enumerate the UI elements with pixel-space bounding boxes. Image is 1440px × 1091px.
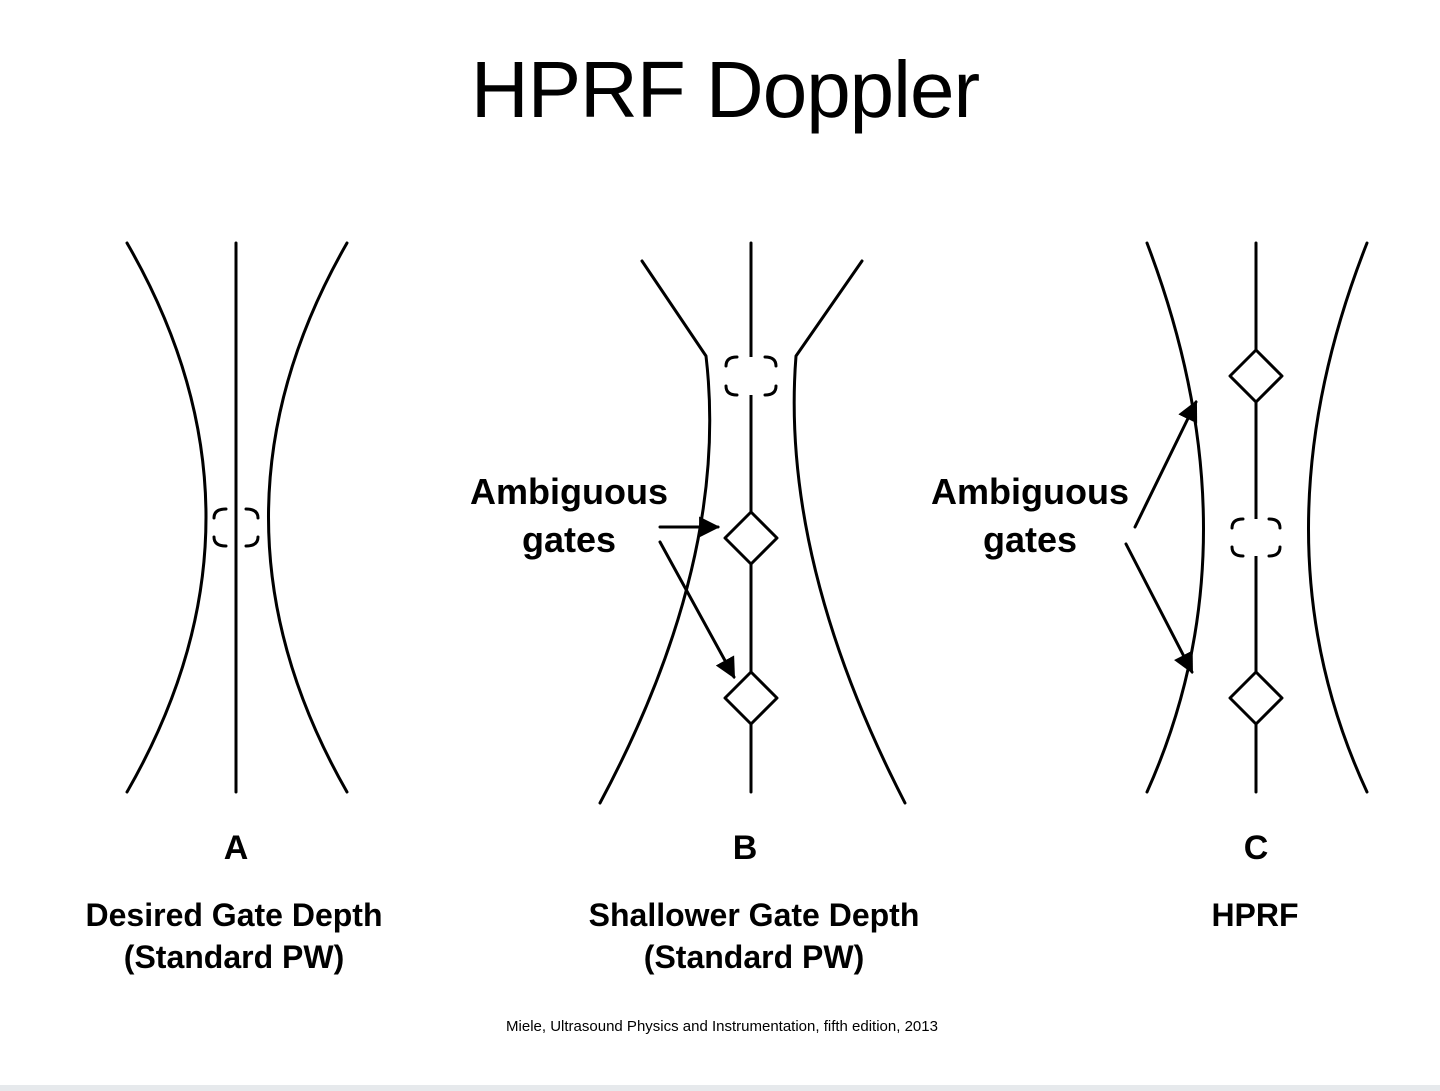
panel-b-sample-gate-icon [724,355,778,397]
panel-c-ambiguous-gate-icon-lower [1228,670,1284,726]
panel-c-callout-line1: Ambiguous [931,471,1129,512]
panel-a-sample-gate-icon [212,507,260,548]
panel-b-beam-right-edge [792,259,907,805]
panel-b-caption-line1: Shallower Gate Depth [588,897,920,933]
panel-c-ambiguous-gates-label: Ambiguous gates [910,468,1150,564]
panel-b-caption: Shallower Gate Depth (Standard PW) [534,894,974,978]
panel-b-callout-line1: Ambiguous [470,471,668,512]
panel-b-callout-line2: gates [521,519,617,560]
panel-a-beam-right-edge [267,241,349,794]
panel-b-letter: B [732,829,758,867]
panel-b-diagram [598,241,907,805]
panel-c-arrow-upper [1133,400,1198,529]
panel-c-caption: HPRF [1035,894,1440,936]
citation: Miele, Ultrasound Physics and Instrument… [506,1018,938,1035]
panel-c-sample-gate-icon [1230,517,1282,558]
panel-a-caption-line2: (Standard PW) [123,939,345,975]
panel-c-caption-line1: HPRF [1211,897,1299,933]
panel-a-caption: Desired Gate Depth (Standard PW) [14,894,454,978]
panel-b-beam-left-edge [598,259,712,805]
panel-a-beam-left-edge [125,241,208,794]
panel-b-caption-line2: (Standard PW) [643,939,865,975]
panel-b-ambiguous-gate-icon-upper [723,510,779,566]
panel-a-diagram [125,241,349,794]
panel-c-beam-right-edge [1307,241,1369,794]
panel-b-ambiguous-gate-icon-lower [723,670,779,726]
slide-title: HPRF Doppler [470,45,980,134]
panel-a-caption-line1: Desired Gate Depth [85,897,383,933]
panel-c-ambiguous-gate-icon-upper [1228,348,1284,404]
bottom-border [0,1085,1440,1091]
panel-b-arrow-lower [658,540,736,679]
panel-a-letter: A [223,829,249,867]
panel-c-arrow-lower [1124,542,1194,674]
panel-c-diagram [1124,241,1369,794]
panel-c-letter: C [1243,829,1269,867]
panel-b-ambiguous-gates-label: Ambiguous gates [449,468,689,564]
panel-c-beam-left-edge [1145,241,1205,794]
panel-c-callout-line2: gates [982,519,1078,560]
